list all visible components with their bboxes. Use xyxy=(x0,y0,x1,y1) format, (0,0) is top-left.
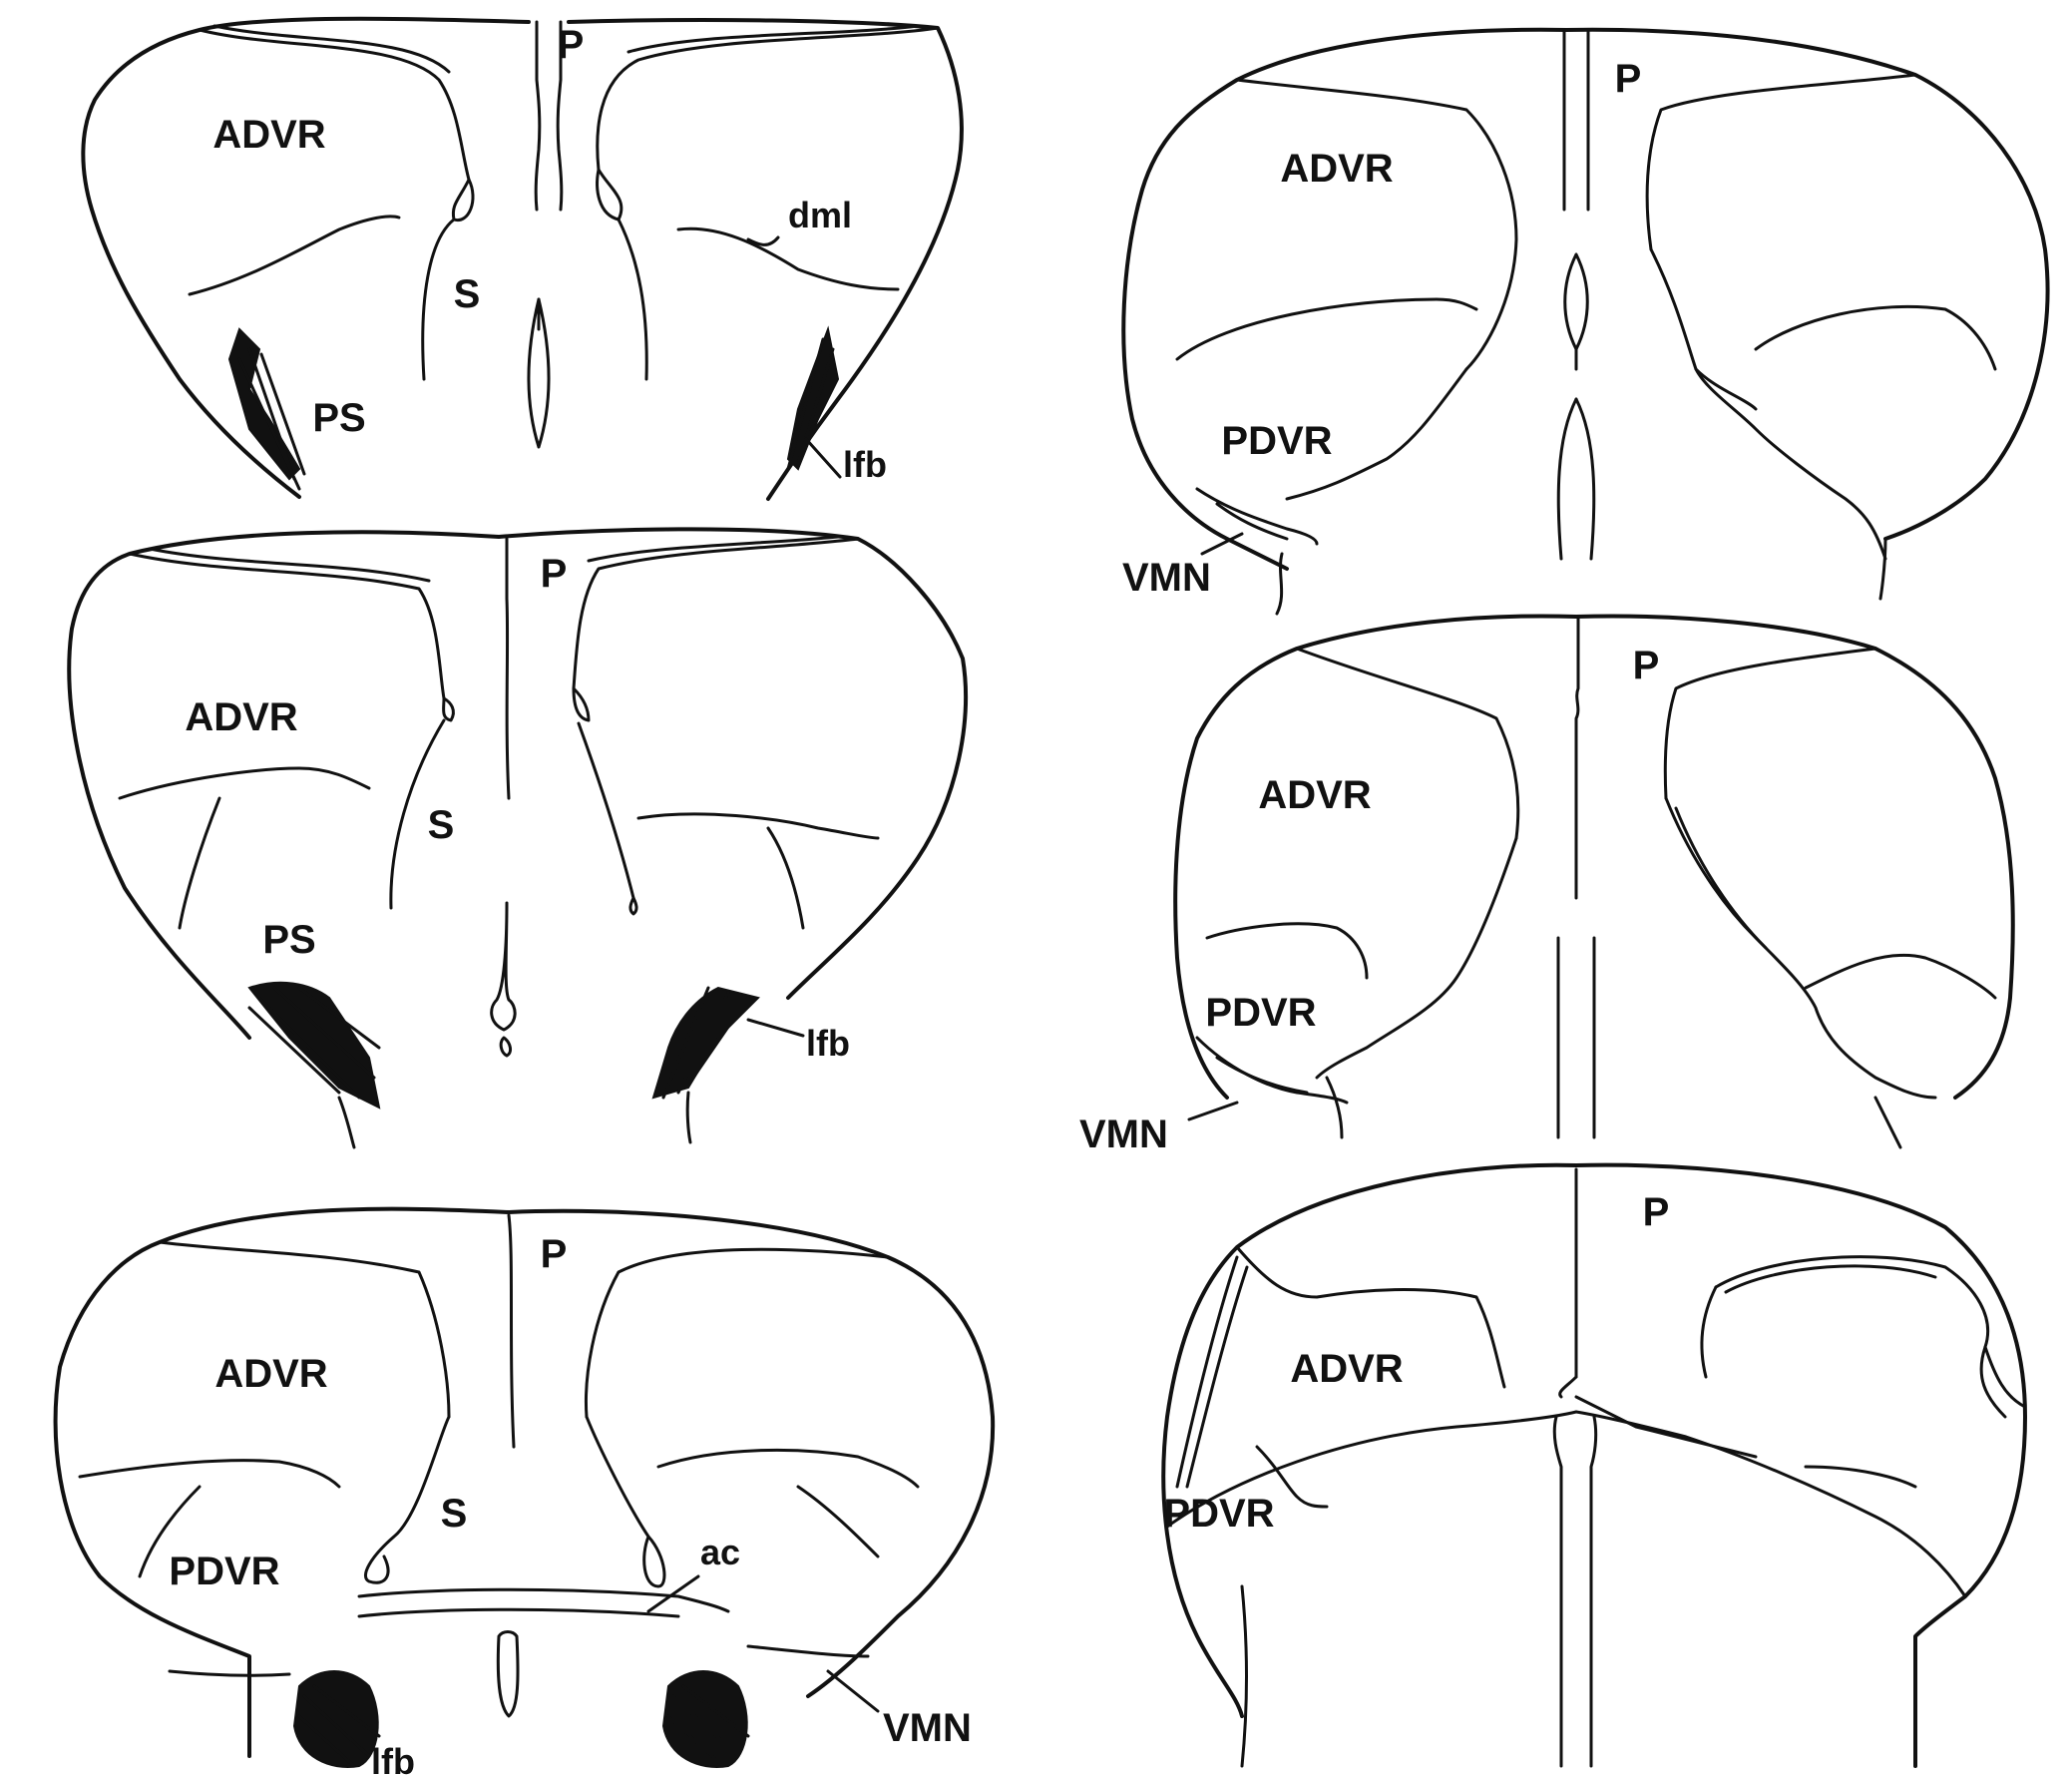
label-p: P xyxy=(1633,644,1660,687)
label-advr: ADVR xyxy=(1258,773,1371,817)
label-pdvr: PDVR xyxy=(1163,1492,1274,1536)
label-ps: PS xyxy=(312,396,365,440)
label-p: P xyxy=(541,1232,568,1276)
label-advr: ADVR xyxy=(214,1352,327,1396)
label-advr: ADVR xyxy=(185,695,297,739)
label-p: P xyxy=(541,552,568,596)
label-pdvr: PDVR xyxy=(1205,991,1316,1035)
label-advr: ADVR xyxy=(212,113,325,157)
label-ps: PS xyxy=(262,918,315,962)
label-s: S xyxy=(441,1492,468,1536)
section-d xyxy=(1121,27,2050,616)
section-f xyxy=(1161,1162,2027,1768)
label-s: S xyxy=(454,272,481,316)
label-vmn: VMN xyxy=(1122,556,1211,600)
label-p: P xyxy=(558,23,585,67)
label-p: P xyxy=(1615,57,1642,101)
label-vmn: VMN xyxy=(1079,1112,1168,1156)
label-vmn: VMN xyxy=(883,1706,972,1750)
label-ac: ac xyxy=(700,1532,740,1572)
label-pdvr: PDVR xyxy=(169,1550,279,1593)
label-lfb: lfb xyxy=(371,1741,415,1777)
section-e xyxy=(1173,614,2015,1149)
section-c xyxy=(53,1206,996,1768)
label-pdvr: PDVR xyxy=(1221,419,1332,463)
label-advr: ADVR xyxy=(1280,147,1393,191)
section-a xyxy=(81,16,964,501)
section-b xyxy=(67,527,968,1149)
label-p: P xyxy=(1643,1190,1670,1234)
label-lfb: lfb xyxy=(843,444,887,485)
label-s: S xyxy=(428,803,455,847)
label-advr: ADVR xyxy=(1290,1347,1403,1391)
label-lfb: lfb xyxy=(806,1023,850,1064)
label-dml: dml xyxy=(788,195,852,235)
